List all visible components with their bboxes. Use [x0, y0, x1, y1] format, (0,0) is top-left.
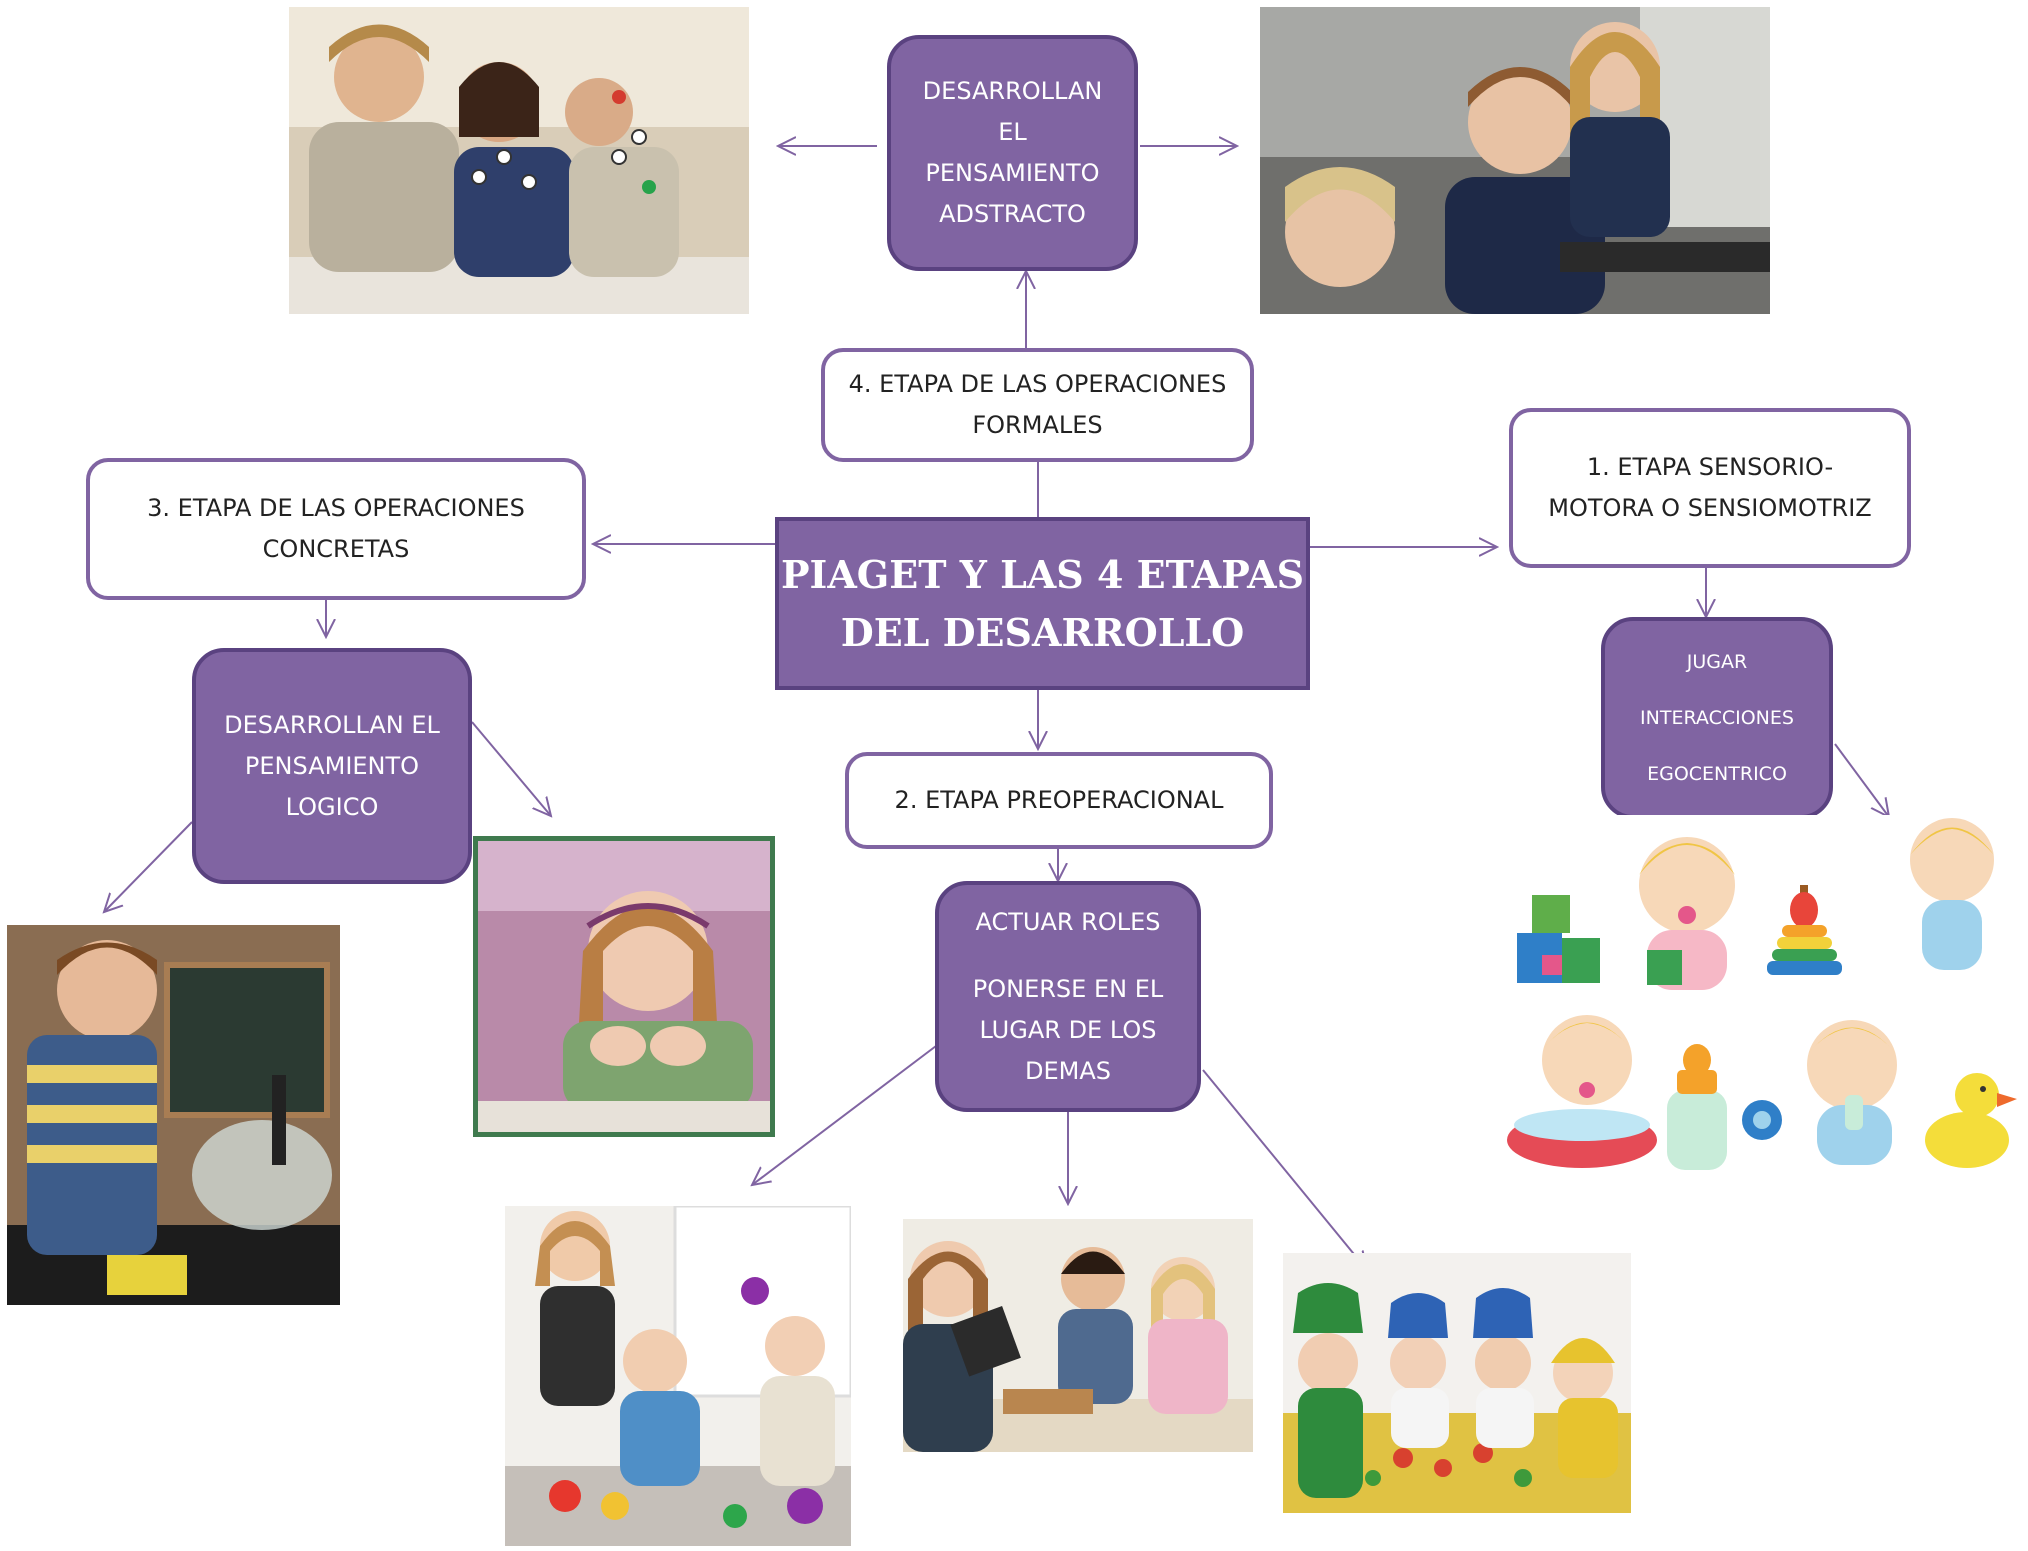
- detail2-line-4: DEMAS: [1024, 1056, 1111, 1085]
- detail1-item-1: JUGAR: [1686, 651, 1748, 673]
- detail4-line-2: EL: [998, 118, 1027, 146]
- stage4-line-1: 4. ETAPA DE LAS OPERACIONES: [848, 370, 1227, 398]
- title-box: PIAGET Y LAS 4 ETAPAS DEL DESARROLLO: [775, 517, 1310, 690]
- detail4-line-4: ADSTRACTO: [939, 200, 1086, 228]
- detail3-line-3: LOGICO: [285, 792, 379, 821]
- photo-kids-computer: [1260, 7, 1770, 314]
- photo-teacher-with-children: [903, 1219, 1253, 1452]
- detail1-item-2: INTERACCIONES: [1640, 707, 1794, 729]
- stage3-box: 3. ETAPA DE LAS OPERACIONES CONCRETAS: [86, 458, 586, 600]
- stage4-line-2: FORMALES: [972, 411, 1103, 439]
- detail4-line-1: DESARROLLAN: [922, 77, 1103, 105]
- arrow-detail1-to-photo: [1834, 743, 1889, 817]
- stage2-box: 2. ETAPA PREOPERACIONAL: [845, 752, 1273, 849]
- title-line-2: DEL DESARROLLO: [840, 609, 1245, 655]
- stage4-box: 4. ETAPA DE LAS OPERACIONES FORMALES: [821, 348, 1254, 462]
- detail2-line-3: LUGAR DE LOS: [979, 1015, 1157, 1044]
- stage1-line-2: MOTORA O SENSIOMOTRIZ: [1548, 494, 1872, 522]
- title-line-1: PIAGET Y LAS 4 ETAPAS: [780, 551, 1305, 597]
- photo-baby-toys-illustrations: [1497, 815, 2017, 1225]
- detail3-line-1: DESARROLLAN EL: [224, 710, 440, 739]
- stage3-detail-box: DESARROLLAN EL PENSAMIENTO LOGICO: [192, 648, 472, 884]
- photo-toddlers-playing-balls: [505, 1206, 851, 1546]
- stage3-line-1: 3. ETAPA DE LAS OPERACIONES: [147, 494, 525, 522]
- detail2-line-1: ACTUAR ROLES: [975, 907, 1161, 936]
- stage1-detail-box: JUGAR INTERACCIONES EGOCENTRICO: [1601, 617, 1833, 819]
- arrow-detail2-left: [752, 1045, 937, 1185]
- detail2-line-2: PONERSE EN EL: [972, 974, 1164, 1003]
- photo-kids-chefs-cooking: [1283, 1253, 1631, 1513]
- arrow-detail2-right: [1202, 1069, 1367, 1270]
- stage2-line-1: 2. ETAPA PREOPERACIONAL: [894, 786, 1224, 814]
- photo-girl-counting-fingers: [473, 836, 775, 1137]
- stage4-detail-box: DESARROLLAN EL PENSAMIENTO ADSTRACTO: [887, 35, 1138, 271]
- stage3-line-2: CONCRETAS: [262, 535, 410, 563]
- photo-boy-pouring-water: [7, 925, 340, 1305]
- detail1-item-3: EGOCENTRICO: [1647, 763, 1787, 785]
- arrow-detail3-left: [104, 821, 193, 912]
- stage2-detail-box: ACTUAR ROLES PONERSE EN EL LUGAR DE LOS …: [935, 881, 1201, 1112]
- stage1-line-1: 1. ETAPA SENSORIO-: [1586, 453, 1834, 481]
- detail4-line-3: PENSAMIENTO: [925, 159, 1100, 187]
- detail3-line-2: PENSAMIENTO: [244, 751, 420, 780]
- arrow-detail3-right: [471, 721, 551, 816]
- photo-teens-molecule-model: [289, 7, 749, 314]
- stage1-box: 1. ETAPA SENSORIO- MOTORA O SENSIOMOTRIZ: [1509, 408, 1911, 568]
